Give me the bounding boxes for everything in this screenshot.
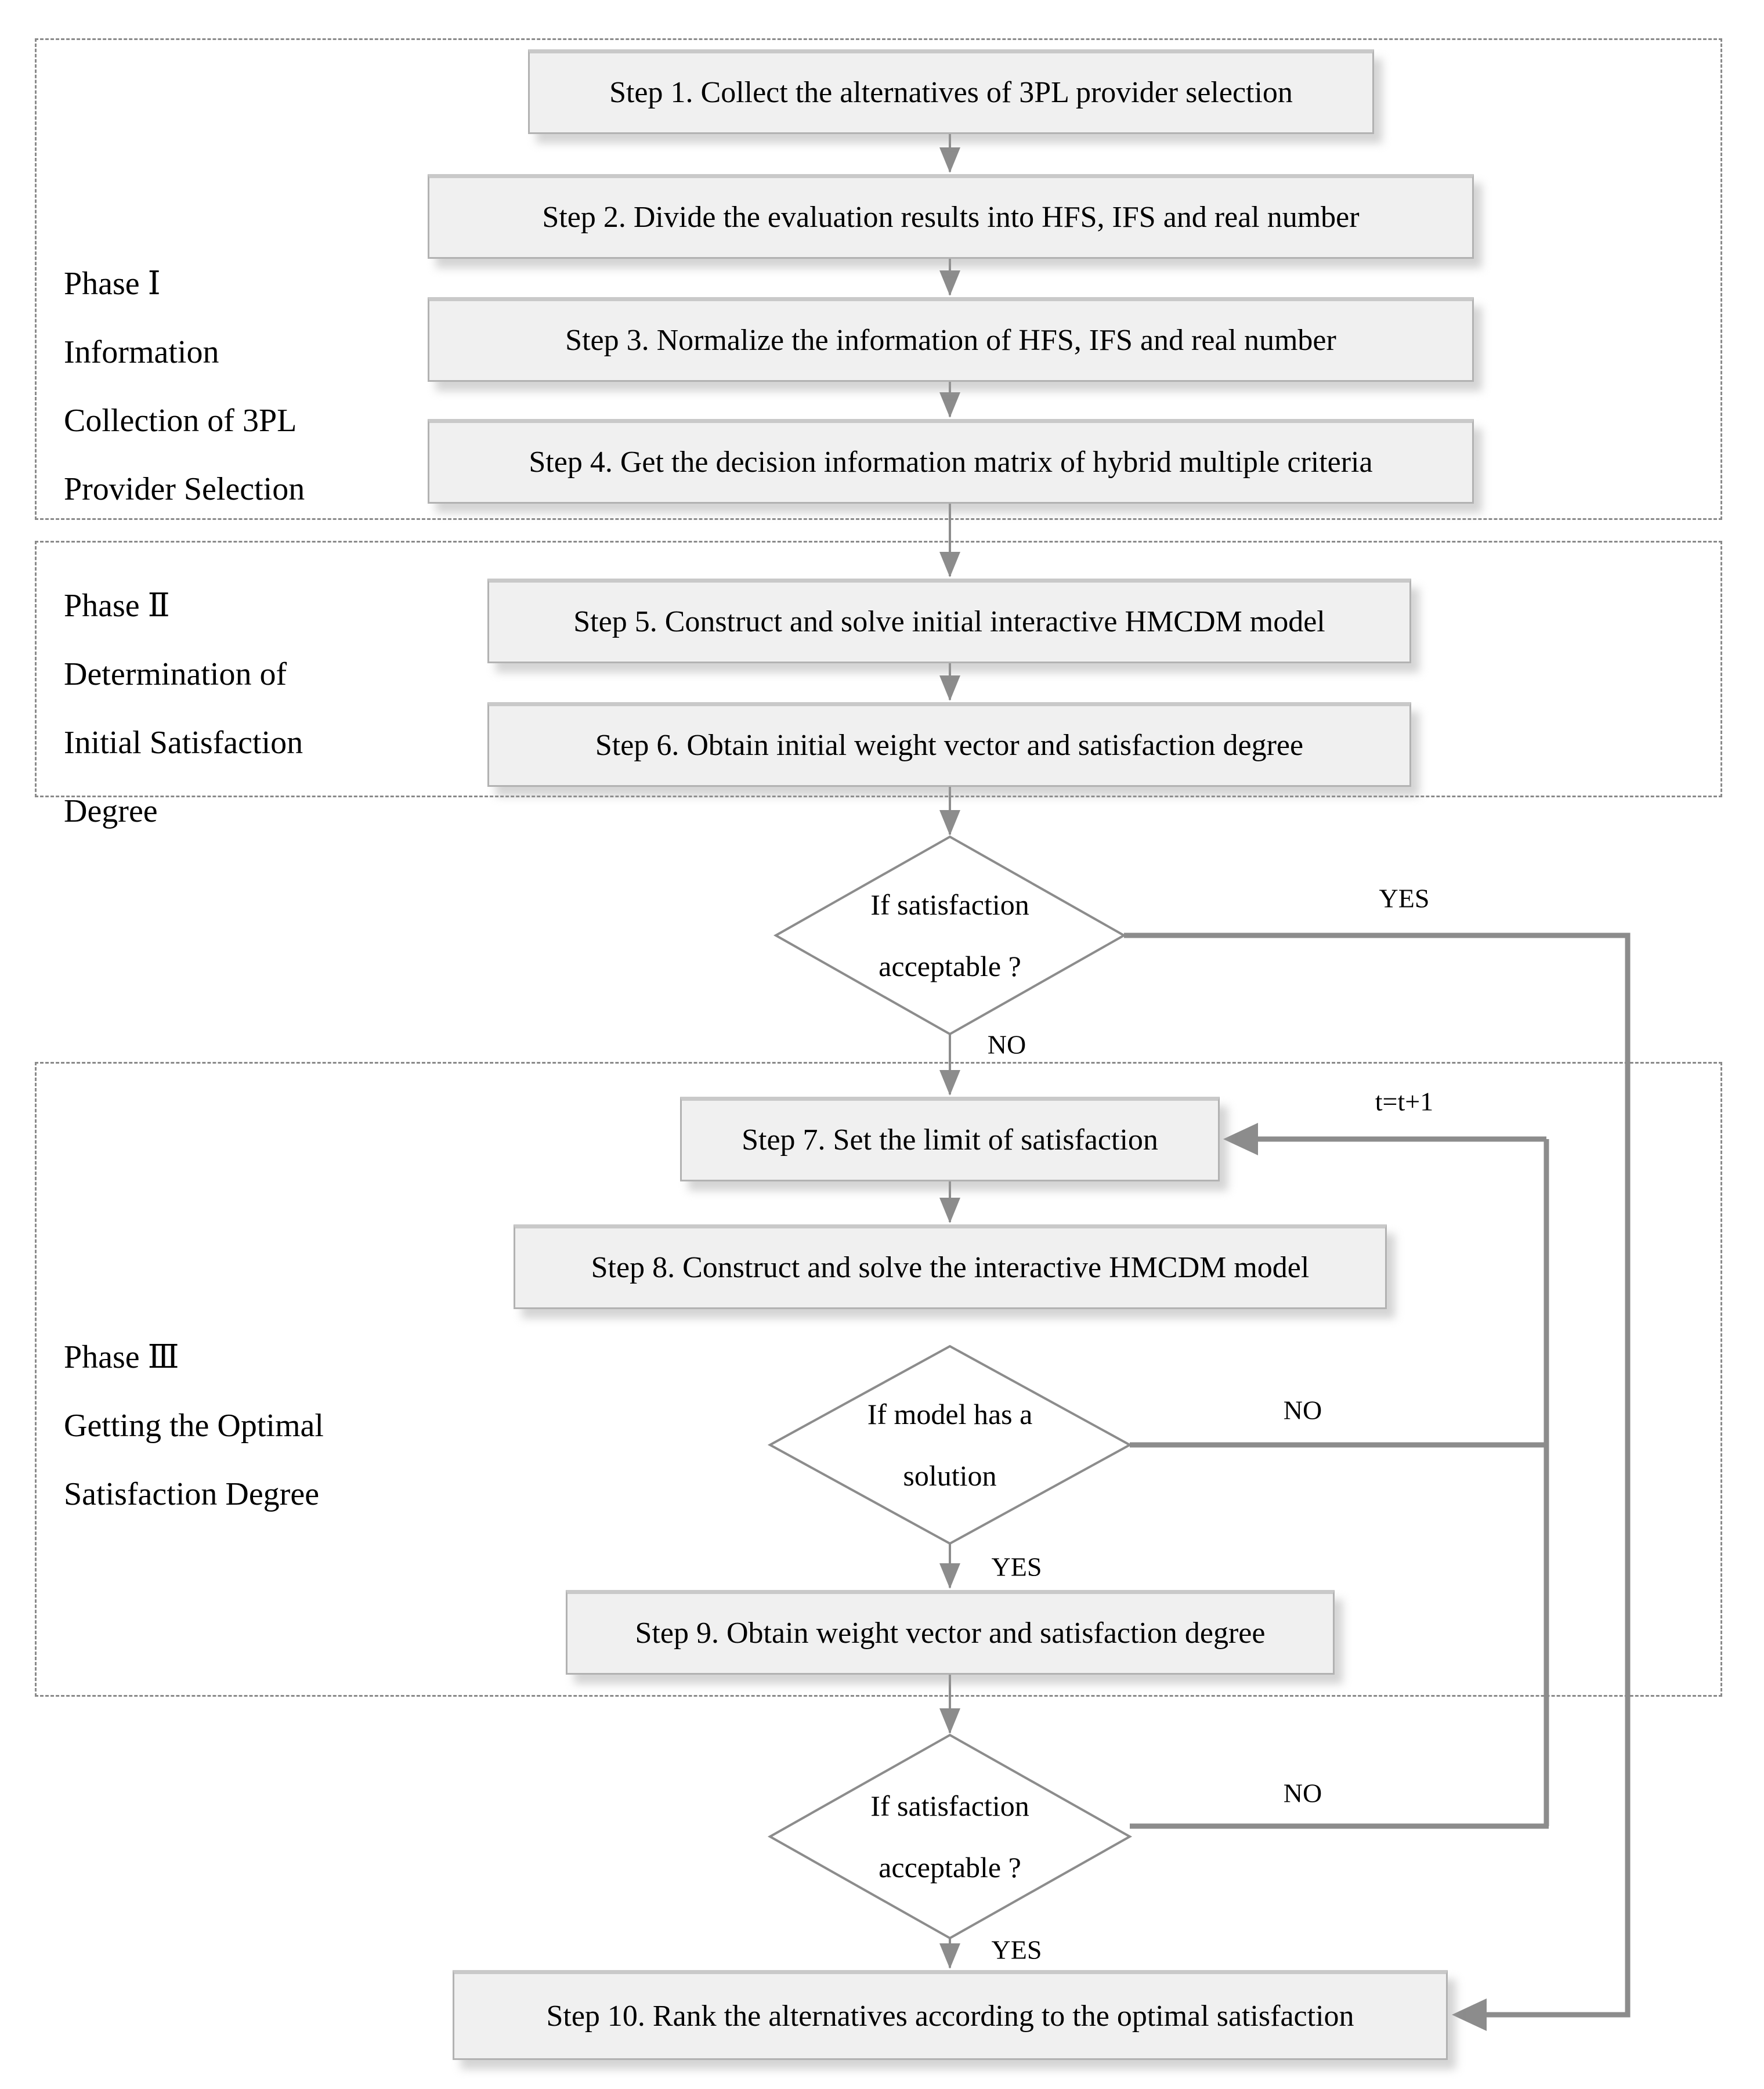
decision-1-shape <box>773 835 1127 1036</box>
step-1-label: Step 1. Collect the alternatives of 3PL … <box>609 76 1293 110</box>
label-yes-model: YES <box>991 1552 1042 1582</box>
phase-2-region <box>35 541 1722 797</box>
arrowhead-step7 <box>939 1070 960 1096</box>
arrowhead-step3 <box>939 270 960 296</box>
decision-3-shape <box>767 1733 1133 1940</box>
step-5-label: Step 5. Construct and solve initial inte… <box>573 605 1325 639</box>
label-no-top: NO <box>987 1029 1026 1060</box>
arrowhead-step10-top <box>939 1943 960 1969</box>
step-3-label: Step 3. Normalize the information of HFS… <box>565 324 1336 357</box>
step-10-box: Step 10. Rank the alternatives according… <box>453 1970 1448 2060</box>
phase-1-label: Phase Ⅰ Information Collection of 3PL Pr… <box>64 266 305 507</box>
step-1-box: Step 1. Collect the alternatives of 3PL … <box>528 49 1374 134</box>
step-2-box: Step 2. Divide the evaluation results in… <box>428 174 1474 259</box>
step-8-box: Step 8. Construct and solve the interact… <box>514 1224 1387 1309</box>
step-9-label: Step 9. Obtain weight vector and satisfa… <box>635 1617 1266 1650</box>
step-7-box: Step 7. Set the limit of satisfaction <box>680 1097 1220 1181</box>
step-5-box: Step 5. Construct and solve initial inte… <box>487 579 1411 663</box>
arrowhead-decision1 <box>939 810 960 836</box>
step-10-label: Step 10. Rank the alternatives according… <box>546 1999 1354 2033</box>
arrowhead-step10-right <box>1452 1998 1487 2031</box>
edge-yes-top-route <box>1124 933 1631 2018</box>
step-6-box: Step 6. Obtain initial weight vector and… <box>487 702 1411 787</box>
decision-2-shape <box>767 1345 1133 1545</box>
label-no-model: NO <box>1283 1395 1322 1425</box>
arrowhead-step5 <box>939 552 960 577</box>
step-6-label: Step 6. Obtain initial weight vector and… <box>595 729 1304 762</box>
step-7-label: Step 7. Set the limit of satisfaction <box>742 1123 1158 1157</box>
arrowhead-decision3 <box>939 1708 960 1734</box>
step-8-label: Step 8. Construct and solve the interact… <box>591 1251 1310 1285</box>
arrowhead-t-update <box>1223 1123 1258 1155</box>
arrowhead-step8 <box>939 1198 960 1223</box>
phase-1-region <box>35 38 1722 520</box>
step-4-box: Step 4. Get the decision information mat… <box>428 419 1474 504</box>
phase-3-label: Phase Ⅲ Getting the Optimal Satisfaction… <box>64 1339 324 1512</box>
arrowhead-step4 <box>939 392 960 418</box>
label-yes-satisfaction: YES <box>991 1935 1042 1965</box>
label-yes-top: YES <box>1379 883 1430 913</box>
phase-3-region <box>35 1062 1722 1697</box>
step-2-label: Step 2. Divide the evaluation results in… <box>542 201 1360 234</box>
label-t-update: t=t+1 <box>1375 1086 1434 1116</box>
step-9-box: Step 9. Obtain weight vector and satisfa… <box>566 1590 1335 1675</box>
arrowhead-step9 <box>939 1563 960 1589</box>
arrowhead-step6 <box>939 675 960 701</box>
decision-3-label: If satisfaction acceptable ? <box>870 1790 1029 1884</box>
decision-1-label: If satisfaction acceptable ? <box>870 888 1029 982</box>
decision-2-label: If model has a solution <box>867 1398 1033 1492</box>
step-4-label: Step 4. Get the decision information mat… <box>529 446 1373 479</box>
label-no-satisfaction: NO <box>1283 1778 1322 1808</box>
phase-2-label: Phase Ⅱ Determination of Initial Satisfa… <box>64 588 303 829</box>
arrowhead-step2 <box>939 147 960 173</box>
step-3-box: Step 3. Normalize the information of HFS… <box>428 297 1474 382</box>
